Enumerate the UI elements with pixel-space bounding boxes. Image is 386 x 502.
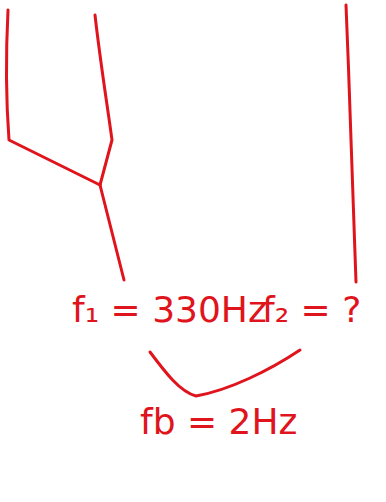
fork-handle [100,185,124,280]
frequency-label: f₁ = 330Hz [72,290,267,330]
fork-right-prong [95,15,112,185]
second-source-line [346,5,356,282]
fork-left-prong [7,10,100,185]
beat-frequency-label: fb = 2Hz [140,402,297,442]
frequency-label: f₂ = ? [262,290,361,330]
beat-bracket [150,350,300,396]
